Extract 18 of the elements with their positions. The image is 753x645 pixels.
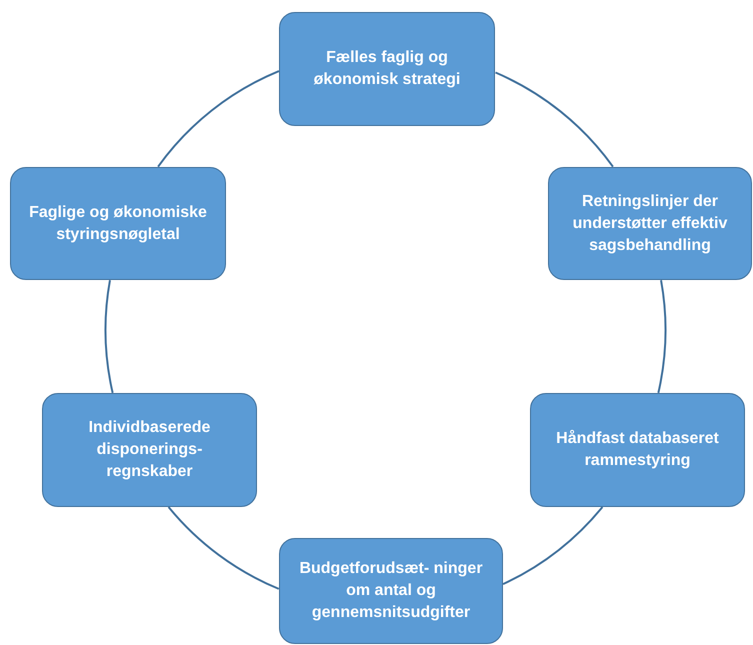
connector-arc <box>168 506 280 590</box>
box-label: Håndfast databaseret rammestyring <box>555 428 720 471</box>
connector-arc <box>104 280 114 394</box>
connector-arc <box>502 506 604 586</box>
box-label: Faglige og økonomiske styringsnøgletal <box>28 202 208 244</box>
box-label: Fælles faglig og økonomisk strategi <box>312 48 462 90</box>
process-box <box>42 393 257 507</box>
process-box <box>279 538 503 644</box>
connector-arc <box>157 70 280 168</box>
box-label: Budgetforudsæt- ninger om antal og gennemsnitsudgifter <box>298 559 484 623</box>
box-label: Retningslinjer der understøtter effektiv sagsbehandling <box>572 192 728 256</box>
process-box <box>279 12 495 126</box>
connector-arc <box>657 280 666 394</box>
box-label: Individbaserede disponerings- regnskaber <box>88 418 212 482</box>
process-box <box>10 167 226 280</box>
connector-arc <box>495 72 614 168</box>
process-box <box>548 167 752 280</box>
process-box <box>530 393 745 507</box>
